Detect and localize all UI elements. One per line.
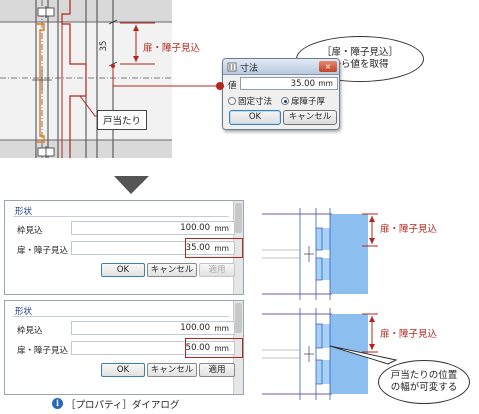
ok-button[interactable]: OK [101, 263, 145, 277]
callout-bubble-variable: 戸当たりの位置 の幅が可変する [378, 360, 470, 404]
value-label: 値 [228, 81, 237, 91]
caption-text: ［プロパティ］ダイアログ [66, 400, 180, 411]
cancel-button[interactable]: キャンセル [147, 263, 197, 277]
frame-depth-value: 100.00 [180, 323, 210, 333]
label-opening-depth: 扉・障子見込 [143, 43, 201, 54]
door-depth-input[interactable]: 35.00 mm [71, 241, 235, 255]
diagram-b-label: 扉・障子見込 [380, 329, 438, 340]
ok-button[interactable]: OK [101, 363, 145, 377]
bubble-b-line-2: の幅が可変する [390, 382, 458, 393]
section-title-shape: 形状 [15, 207, 33, 217]
frame-depth-input[interactable]: 100.00 mm [71, 221, 235, 235]
door-depth-value: 50.00 [185, 343, 210, 353]
frame-depth-label: 枠見込 [17, 326, 43, 336]
cancel-button[interactable]: キャンセル [283, 110, 337, 125]
label-doorstop: 戸当たり [97, 110, 148, 130]
scroll-thumb[interactable] [235, 303, 242, 333]
section-title-shape: 形状 [15, 307, 33, 317]
highlight-box [185, 338, 243, 358]
apply-button[interactable]: 適用 [199, 263, 235, 277]
radio-door-label: 扉障子厚 [291, 97, 326, 107]
radio-off-icon [228, 97, 236, 105]
door-depth-value: 35.00 [185, 243, 210, 253]
door-depth-label: 扉・障子見込 [17, 346, 69, 356]
close-icon[interactable]: × [319, 61, 337, 72]
property-panel-b: 形状 枠見込 100.00 mm 扉・障子見込 50.00 mm OK キャンセ… [4, 300, 244, 395]
value-input[interactable]: 35.00 mm [240, 77, 338, 90]
dimension-icon [227, 62, 237, 72]
diagram-a [262, 208, 378, 300]
radio-door-thickness[interactable]: 扉障子厚 [281, 95, 325, 107]
radio-fixed-dimension[interactable]: 固定寸法 [228, 95, 272, 107]
section-divider [13, 216, 229, 217]
scroll-thumb[interactable] [235, 203, 242, 233]
door-depth-unit: mm [214, 244, 229, 253]
size-dialog: 寸法 × 値 35.00 mm 固定寸法 扉障子厚 OK キャンセル [222, 58, 340, 130]
dimension-35-text: 35 [99, 41, 109, 52]
size-dialog-title: 寸法 [240, 64, 259, 74]
property-panel-a: 形状 枠見込 100.00 mm 扉・障子見込 35.00 mm OK キャンセ… [4, 200, 244, 295]
radio-on-icon [281, 97, 289, 105]
apply-button[interactable]: 適用 [199, 363, 235, 377]
door-depth-unit: mm [214, 344, 229, 353]
ok-button[interactable]: OK [229, 110, 281, 125]
value-number: 35.00 [290, 79, 315, 89]
door-depth-label: 扉・障子見込 [17, 246, 69, 256]
down-arrow-icon [114, 176, 149, 194]
frame-depth-label: 枠見込 [17, 226, 43, 236]
frame-depth-unit: mm [214, 324, 229, 333]
highlight-box [185, 238, 243, 258]
diagram-a-label: 扉・障子見込 [380, 224, 438, 235]
size-dialog-titlebar[interactable]: 寸法 × [223, 59, 339, 75]
cancel-button[interactable]: キャンセル [147, 363, 197, 377]
section-divider [13, 316, 229, 317]
frame-depth-value: 100.00 [180, 223, 210, 233]
info-icon: i [52, 398, 63, 409]
marker-dot [216, 82, 224, 90]
frame-depth-unit: mm [214, 224, 229, 233]
door-depth-input[interactable]: 50.00 mm [71, 341, 235, 355]
size-dialog-body: 値 35.00 mm 固定寸法 扉障子厚 OK キャンセル [223, 75, 339, 129]
bubble-b-line-1: 戸当たりの位置 [390, 369, 458, 381]
value-unit: mm [318, 79, 333, 88]
bubble-line-1: ［扉・障子見込］ [321, 46, 398, 58]
diagram-b [262, 308, 398, 400]
radio-fixed-label: 固定寸法 [238, 97, 273, 107]
frame-depth-input[interactable]: 100.00 mm [71, 321, 235, 335]
bubble-line-2: から値を取得 [331, 59, 389, 70]
